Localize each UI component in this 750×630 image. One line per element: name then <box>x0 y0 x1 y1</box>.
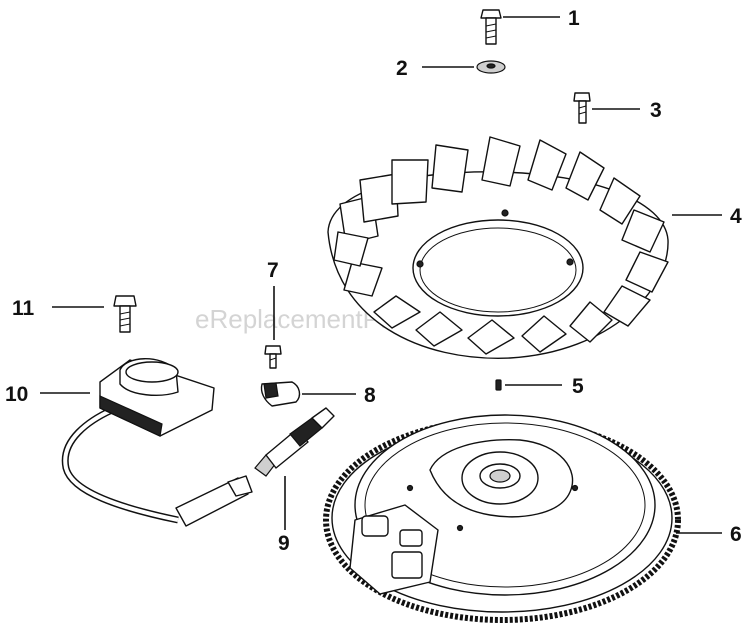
svg-text:9: 9 <box>278 532 290 555</box>
callout-7[interactable]: 7 <box>267 259 279 340</box>
svg-text:5: 5 <box>572 375 584 398</box>
part-7-screw[interactable] <box>264 345 282 369</box>
svg-text:6: 6 <box>730 523 742 546</box>
svg-text:11: 11 <box>12 297 35 320</box>
part-11-bolt[interactable] <box>113 295 137 333</box>
callout-9[interactable]: 9 <box>278 476 290 555</box>
part-8-clip[interactable] <box>260 381 301 407</box>
callout-6[interactable]: 6 <box>676 523 742 546</box>
callout-1[interactable]: 1 <box>503 7 580 30</box>
part-4-fan[interactable] <box>327 136 669 359</box>
part-3-screw[interactable] <box>573 92 591 124</box>
svg-text:10: 10 <box>5 383 28 406</box>
callout-3[interactable]: 3 <box>592 99 662 122</box>
callout-2[interactable]: 2 <box>396 57 474 80</box>
callout-10[interactable]: 10 <box>5 383 90 406</box>
callout-8[interactable]: 8 <box>302 384 376 407</box>
svg-text:7: 7 <box>267 259 279 282</box>
svg-text:1: 1 <box>568 7 580 30</box>
part-5-key[interactable] <box>495 379 502 391</box>
callout-4[interactable]: 4 <box>672 205 742 228</box>
part-9-spark-plug[interactable] <box>254 407 335 477</box>
svg-text:4: 4 <box>730 205 742 228</box>
svg-text:3: 3 <box>650 99 662 122</box>
callout-5[interactable]: 5 <box>505 375 584 398</box>
part-10-ignition-module[interactable] <box>61 358 253 527</box>
part-2-washer[interactable] <box>476 60 506 74</box>
part-6-flywheel[interactable] <box>323 414 681 623</box>
svg-text:8: 8 <box>364 384 376 407</box>
svg-text:2: 2 <box>396 57 408 80</box>
callout-11[interactable]: 11 <box>12 297 104 320</box>
part-1-bolt[interactable] <box>480 9 502 45</box>
